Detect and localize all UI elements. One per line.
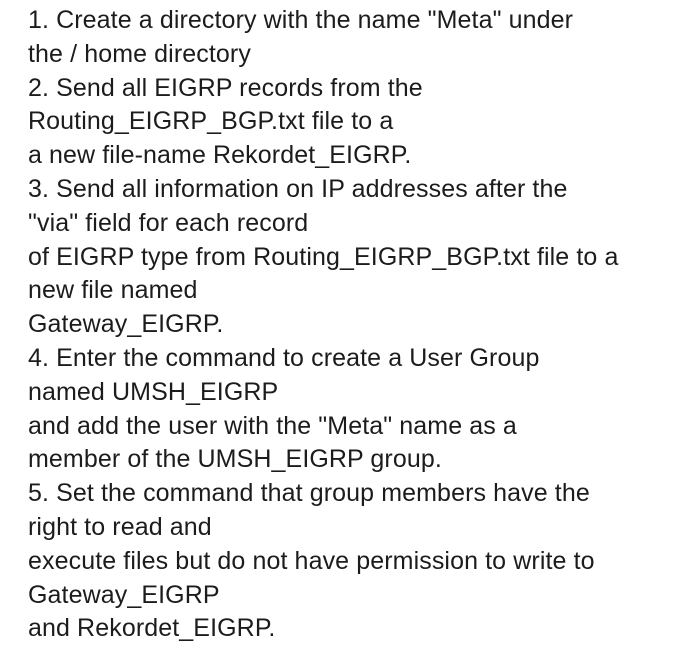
text-line: member of the UMSH_EIGRP group. — [28, 445, 442, 474]
text-line: and add the user with the "Meta" name as… — [28, 411, 517, 440]
text-line: named UMSH_EIGRP — [28, 377, 279, 406]
text-line: 2. Send all EIGRP records from the — [28, 73, 423, 102]
text-line: Gateway_EIGRP — [28, 580, 220, 609]
text-line: right to read and — [28, 512, 212, 541]
text-line: a new file-name Rekordet_EIGRP. — [28, 141, 412, 170]
text-line: the / home directory — [28, 39, 251, 68]
text-line: 3. Send all information on IP addresses … — [28, 174, 568, 203]
text-line: of EIGRP type from Routing_EIGRP_BGP.txt… — [28, 242, 619, 271]
text-line: "via" field for each record — [28, 208, 309, 237]
text-line: 4. Enter the command to create a User Gr… — [28, 343, 540, 372]
text-line: 1. Create a directory with the name "Met… — [28, 6, 574, 34]
text-line: Gateway_EIGRP. — [28, 310, 224, 339]
text-line: 5. Set the command that group members ha… — [28, 479, 590, 508]
text-line: new file named — [28, 276, 198, 305]
text-line: and Rekordet_EIGRP. — [28, 614, 276, 643]
instructions-text-block: 1. Create a directory with the name "Met… — [28, 4, 688, 646]
text-line: execute files but do not have permission… — [28, 546, 595, 575]
text-line: Routing_EIGRP_BGP.txt file to a — [28, 107, 394, 136]
